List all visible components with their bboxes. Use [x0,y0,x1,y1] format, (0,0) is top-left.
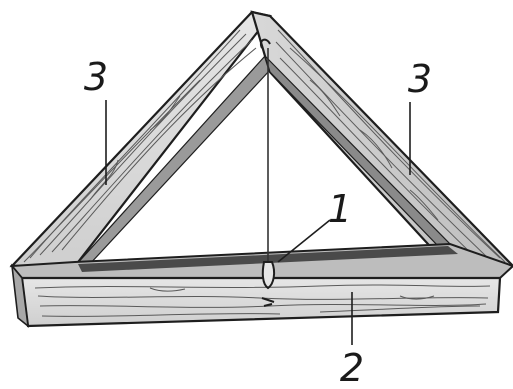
label-base-board: 2 [340,346,364,389]
plumb-line [261,40,274,306]
left-leg-board [12,12,270,266]
label-right-leg: 3 [408,57,432,101]
plumb-bob [263,262,274,288]
label-plumb-bob: 1 [328,187,352,231]
label-left-leg: 3 [84,55,108,99]
right-leg-board [252,12,513,268]
